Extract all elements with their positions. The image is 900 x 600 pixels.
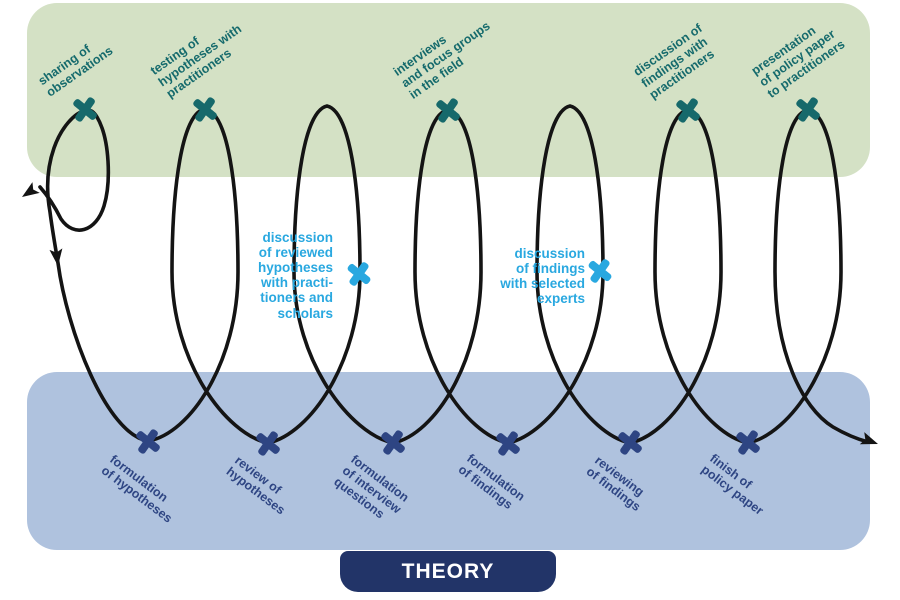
flow-down-arrow-icon	[49, 248, 63, 266]
theory-step-marker	[253, 428, 283, 458]
theory-band	[27, 372, 870, 550]
theory-step-marker	[493, 428, 523, 458]
theory-title: THEORY	[401, 559, 495, 583]
theory-step-marker	[615, 427, 645, 457]
practice-step-marker	[70, 94, 100, 124]
theory-step-marker	[733, 427, 763, 457]
theory-step-marker	[133, 426, 163, 456]
theory-title-box: THEORY	[340, 551, 556, 592]
practice-step-marker	[190, 94, 220, 124]
theory-step-marker	[378, 427, 408, 457]
flow-start-arrow-icon	[22, 182, 40, 197]
flow-end-arrow-icon	[859, 432, 878, 445]
practice-step-marker	[673, 95, 703, 125]
practice-step-marker	[433, 95, 463, 125]
practice-step-marker	[793, 94, 823, 124]
midway-step-marker	[344, 259, 373, 288]
spiral-path	[38, 104, 870, 445]
midway-step-marker	[585, 256, 614, 285]
practice-band	[27, 3, 870, 177]
midway-step-label: discussion of reviewed hypotheses with p…	[257, 230, 333, 321]
midway-step-label: discussion of findings with selected exp…	[500, 246, 585, 307]
